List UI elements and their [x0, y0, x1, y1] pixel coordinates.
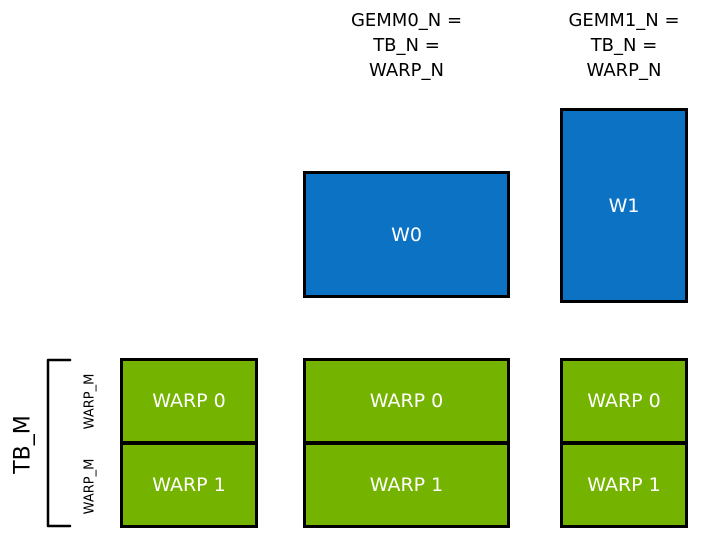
dimension-label-warp-m-upper: WARP_M	[82, 373, 98, 430]
dimension-label-tb-m: TB_M	[10, 415, 36, 474]
tb-m-bracket	[42, 358, 72, 528]
warp-cell-col0-warp0: WARP 0	[120, 358, 258, 443]
warp-cell-col2-warp1: WARP 1	[560, 443, 688, 528]
warp-cell-col1-warp1: WARP 1	[303, 443, 510, 528]
blue-tile-w0: W0	[303, 171, 510, 298]
warp-cell-col2-warp0: WARP 0	[560, 358, 688, 443]
warp-cell-col1-warp0: WARP 0	[303, 358, 510, 443]
blue-tile-w1: W1	[560, 108, 688, 303]
caption-gemm1: GEMM1_N = TB_N = WARP_N	[568, 10, 680, 81]
dimension-label-warp-m-lower: WARP_M	[82, 458, 98, 515]
warp-cell-col0-warp1: WARP 1	[120, 443, 258, 528]
caption-gemm0: GEMM0_N = TB_N = WARP_N	[350, 10, 463, 81]
bracket-icon	[46, 358, 72, 528]
